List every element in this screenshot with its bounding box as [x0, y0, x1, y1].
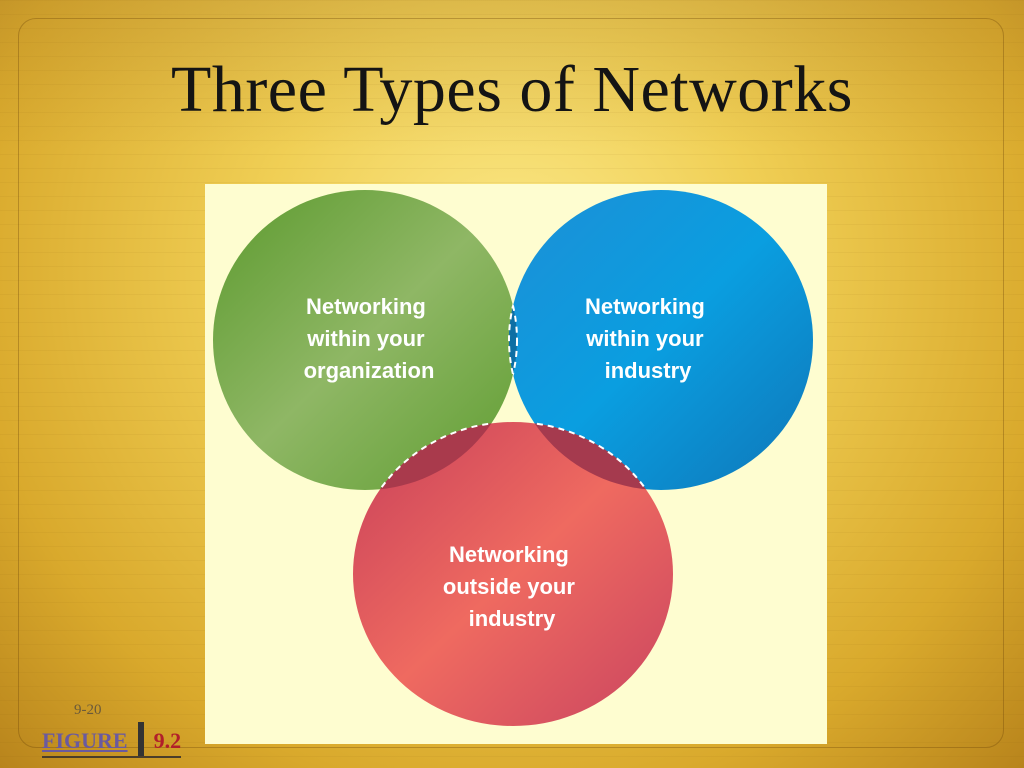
- slide-frame: [18, 18, 1004, 748]
- slide-title: Three Types of Networks: [171, 53, 853, 126]
- figure-caption: FIGURE 9.2: [42, 722, 182, 758]
- circle-outside: [353, 422, 673, 726]
- label-organization: Networking within your organization: [304, 294, 435, 383]
- figure-divider: [137, 722, 144, 756]
- dash-industry-in-organization: [508, 190, 517, 490]
- dash-organization-in-industry: [509, 190, 518, 490]
- venn-diagram-panel: Networking within your organization Netw…: [205, 184, 827, 744]
- background-stamps: [0, 0, 1024, 150]
- circle-organization: [213, 190, 517, 490]
- figure-number: 9.2: [153, 728, 182, 753]
- circle-industry: [509, 190, 813, 490]
- venn-diagram: Networking within your organization Netw…: [213, 190, 813, 726]
- label-industry: Networking within your industry: [585, 294, 711, 383]
- slide-number: 9-20: [74, 702, 102, 718]
- figure-word: FIGURE: [42, 728, 128, 753]
- label-outside: Networking outside your industry: [443, 542, 581, 631]
